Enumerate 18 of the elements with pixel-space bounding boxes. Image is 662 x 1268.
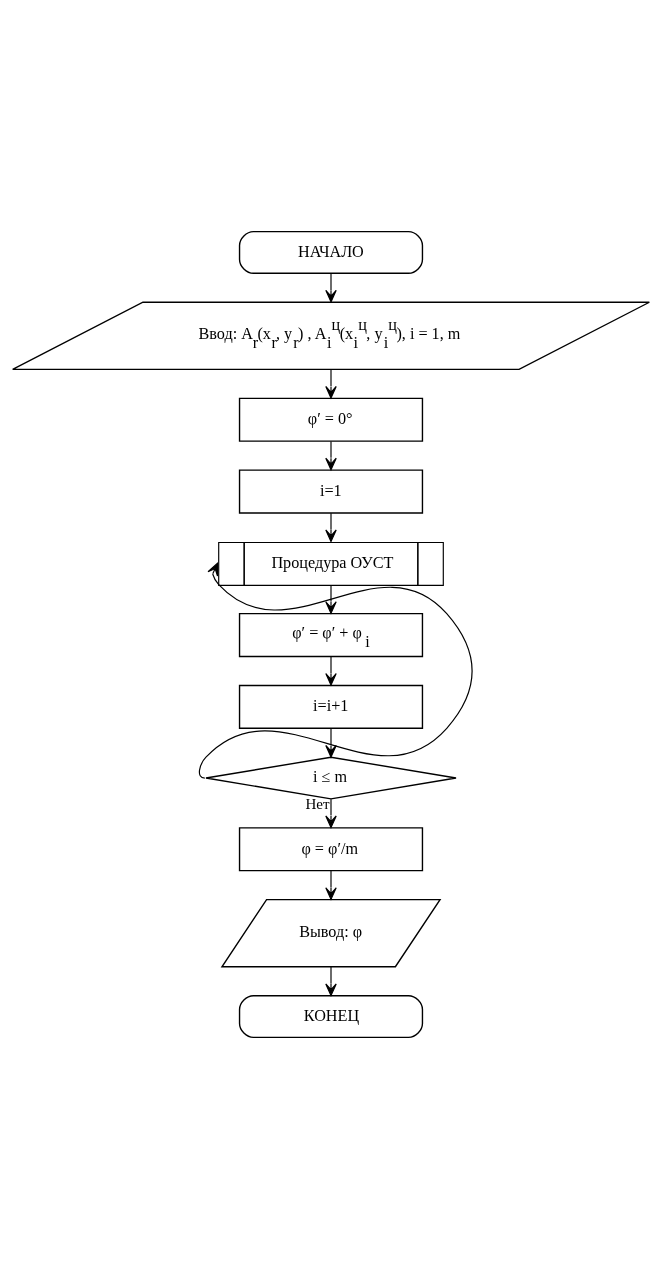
arrow <box>325 440 337 470</box>
arrow <box>198 562 473 779</box>
node-diamond: i ≤ m <box>205 756 457 800</box>
node-box: НАЧАЛО <box>238 230 424 274</box>
node-box: i=i+1 <box>238 684 424 729</box>
arrow <box>325 727 337 758</box>
node-box: i=1 <box>238 468 424 514</box>
arrow <box>325 655 337 686</box>
arrow <box>325 368 337 399</box>
arrow <box>325 869 337 900</box>
arrow <box>325 583 337 614</box>
arrow <box>325 965 337 996</box>
arrow <box>325 798 337 828</box>
node-box: φ′ = 0° <box>238 397 424 442</box>
arrow <box>325 272 337 302</box>
arrow <box>325 512 337 542</box>
node-box: φ = φ′/m <box>238 826 424 871</box>
node-box: КОНЕЦ <box>238 994 424 1038</box>
